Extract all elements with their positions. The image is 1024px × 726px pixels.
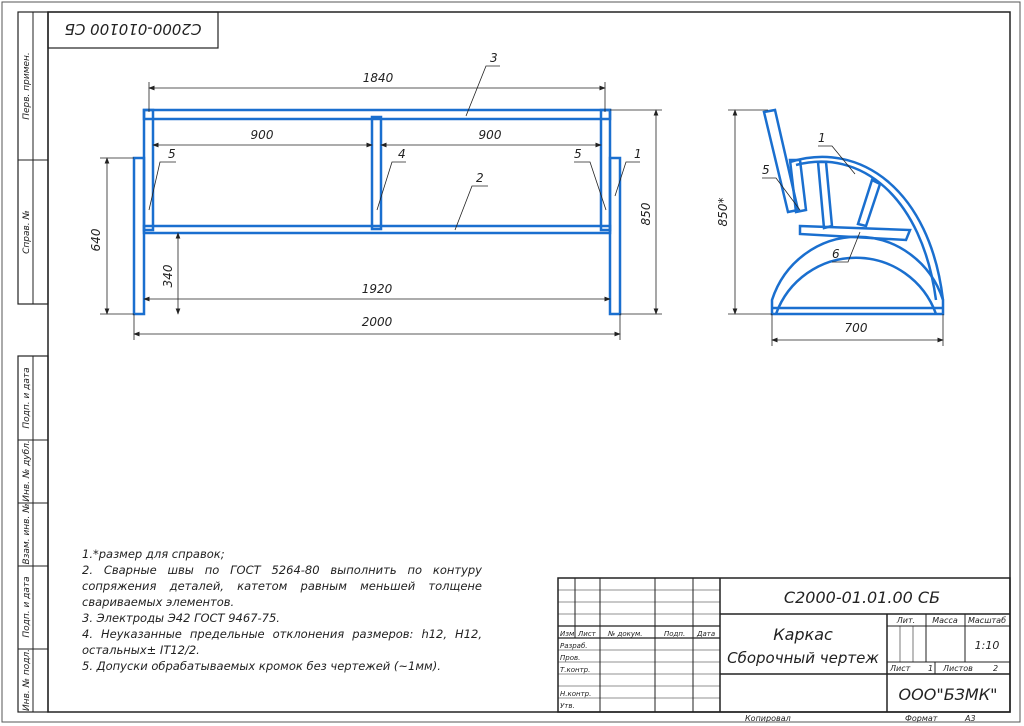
dim-1920: 1920 (362, 282, 393, 296)
side-callout-6: 6 (832, 247, 840, 261)
note-4: 4. Неуказанные предельные отклонения раз… (82, 627, 482, 657)
dim-900-left: 900 (251, 128, 274, 142)
title-block (557, 577, 1011, 713)
dim-700: 700 (845, 321, 868, 335)
strut-1 (788, 158, 808, 214)
rotated-stamp: С2000-010100 СБ (47, 11, 219, 49)
middle-post (370, 115, 383, 231)
dim-850: 850 (639, 202, 653, 225)
side-callout-1: 1 (818, 131, 826, 145)
dim-900-right: 900 (479, 128, 502, 142)
row-tkontr: Т.контр. (560, 666, 590, 674)
side-stamp-podl: Инв. № подл. (22, 649, 32, 711)
right-leg (608, 156, 622, 316)
left-leg (132, 156, 146, 316)
row-nkontr: Н.контр. (560, 690, 591, 698)
dim-1840: 1840 (363, 71, 394, 85)
note-2: 2. Сварные швы по ГОСТ 5264-80 выполнить… (82, 563, 482, 609)
rotated-stamp-text: С2000-010100 СБ (65, 20, 202, 38)
inner-arc (774, 256, 938, 315)
front-dims (100, 65, 662, 340)
right-back-post (599, 108, 612, 232)
title-block-texts: С2000-01.01.00 СБ Каркас Сборочный черте… (560, 588, 1006, 723)
side-callout-5: 5 (762, 163, 770, 177)
side-stamp-perv: Перв. примен. (22, 52, 32, 120)
doc-number: С2000-01.01.00 СБ (784, 588, 940, 607)
front-dim-texts: 1840 900 900 1920 2000 640 340 850 3 5 4… (89, 51, 653, 329)
massa-label: Масса (932, 616, 958, 625)
outer-arc (789, 155, 945, 301)
col-data: Дата (696, 630, 715, 638)
scale-value: 1:10 (975, 639, 1000, 652)
dim-640: 640 (89, 228, 103, 251)
side-stamps: Перв. примен. Справ. № Подп. и дата Инв.… (17, 11, 49, 713)
dim-850-star: 850* (716, 198, 730, 227)
lit-label: Лит. (896, 616, 915, 625)
dim-2000: 2000 (362, 315, 393, 329)
base-arc (770, 235, 945, 316)
technical-notes: 1.*размер для справок; 2. Сварные швы по… (82, 546, 482, 674)
doc-title: Каркас (773, 625, 833, 644)
side-stamp-sprav: Справ. № (22, 210, 32, 254)
format-label: Формат (905, 714, 938, 723)
sheets-label: Листов (942, 664, 973, 673)
sheets-value: 2 (993, 664, 998, 673)
col-list: Лист (577, 630, 597, 638)
side-stamp-vzam: Взам. инв. № (22, 503, 32, 564)
backrest (762, 108, 800, 214)
doc-subtitle: Сборочный чертеж (727, 649, 879, 667)
sheet-label: Лист (889, 664, 911, 673)
callout-5a: 5 (168, 147, 176, 161)
row-utv: Утв. (560, 702, 575, 710)
kopiroval-label: Копировал (745, 714, 791, 723)
front-view (132, 108, 622, 316)
col-ndoc: № докум. (607, 630, 643, 638)
strut-2 (816, 160, 834, 230)
callout-1: 1 (634, 147, 642, 161)
side-dim-texts: 850* 700 1 5 6 (716, 131, 868, 335)
callout-4: 4 (398, 147, 406, 161)
col-izm: Изм. (560, 630, 576, 638)
side-stamp-dubl: Инв. № дубл. (22, 440, 32, 502)
seat-side (798, 224, 912, 242)
side-stamp-podp1: Подп. и дата (22, 367, 32, 428)
row-prov: Пров. (560, 654, 580, 662)
callout-3: 3 (490, 51, 498, 65)
callout-2: 2 (476, 171, 484, 185)
outer-arc-inner (795, 160, 938, 301)
callout-5b: 5 (574, 147, 582, 161)
sheet-value: 1 (928, 664, 933, 673)
side-view (762, 108, 945, 316)
note-3: 3. Электроды Э42 ГОСТ 9467-75. (82, 611, 280, 625)
strut-3 (856, 178, 882, 228)
col-podp: Подп. (664, 630, 685, 638)
dim-340: 340 (161, 264, 175, 287)
side-stamp-podp2: Подп. и дата (22, 576, 32, 637)
format-value: А3 (964, 714, 976, 723)
note-5: 5. Допуски обрабатываемых кромок без чер… (82, 659, 441, 673)
company-name: ООО"БЗМК" (899, 685, 998, 704)
note-1: 1.*размер для справок; (82, 547, 225, 561)
left-back-post (142, 108, 155, 232)
side-dims (728, 109, 944, 346)
masshtab-label: Масштаб (968, 616, 1006, 625)
row-razrab: Разраб. (560, 642, 588, 650)
